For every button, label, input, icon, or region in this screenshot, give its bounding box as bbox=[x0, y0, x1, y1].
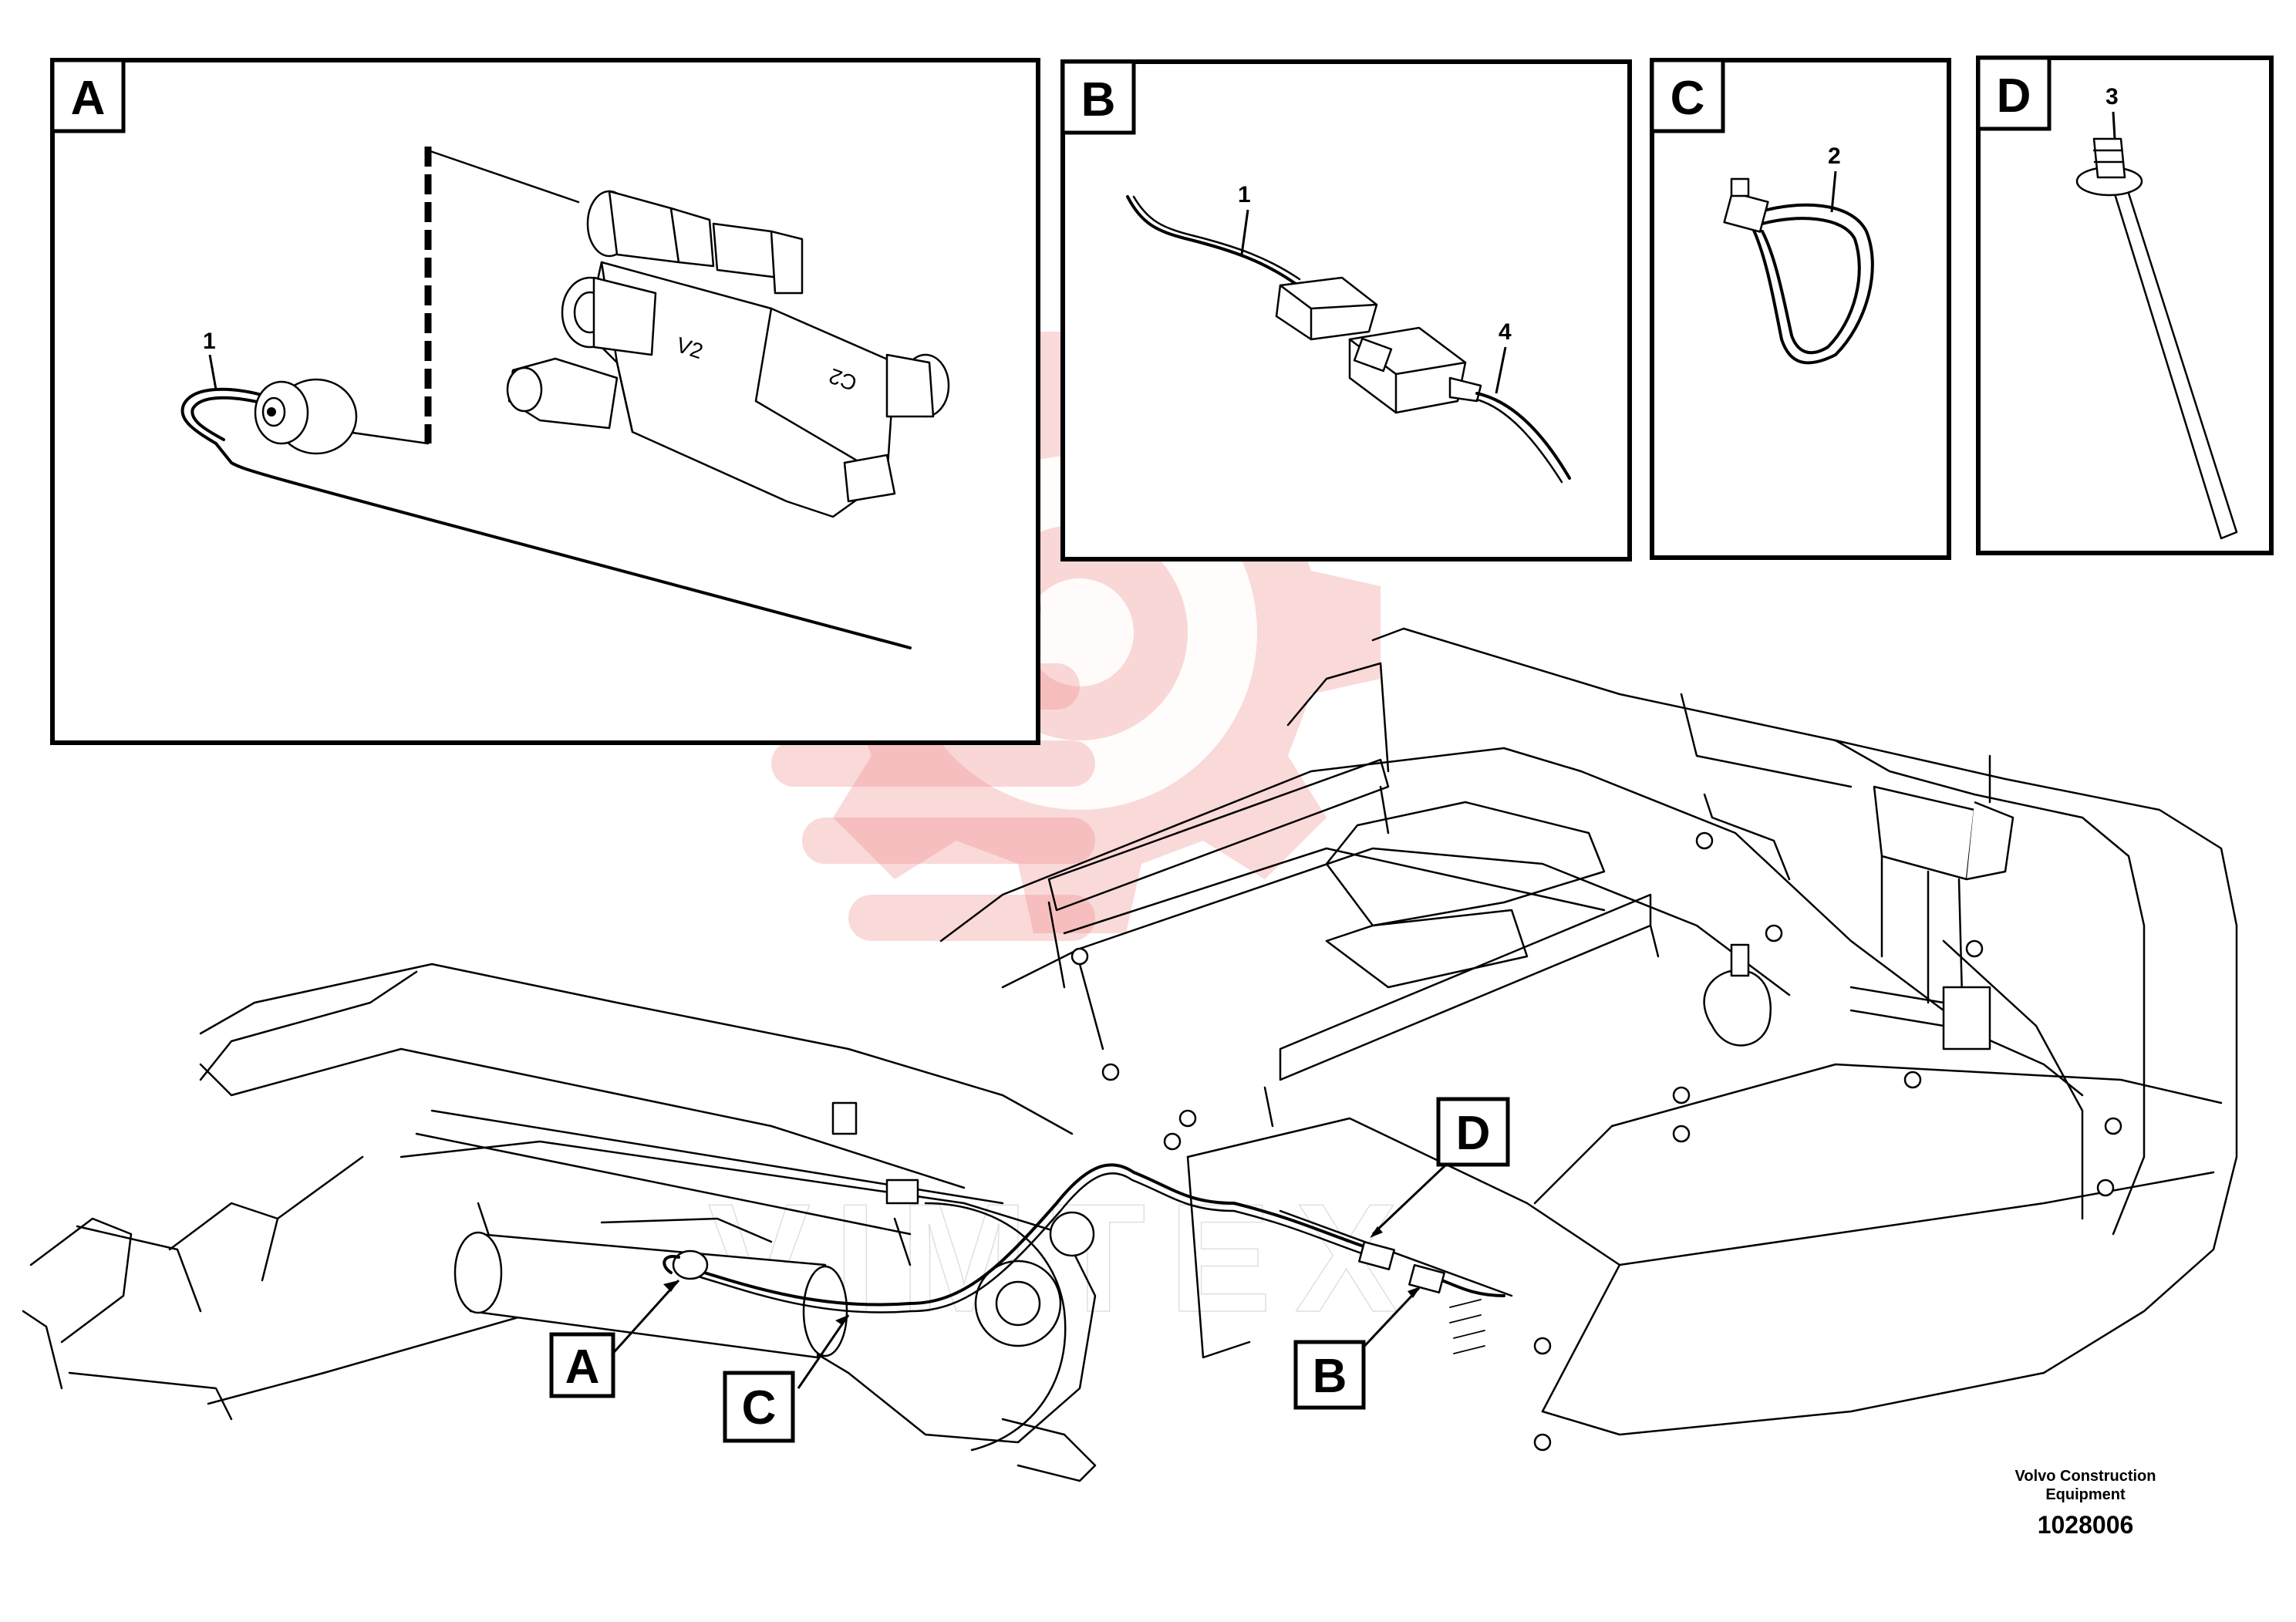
callout-b: B bbox=[1293, 1286, 1421, 1410]
excavator-boom bbox=[22, 963, 1097, 1482]
drawing-number: 1028006 bbox=[2038, 1511, 2134, 1539]
wire-connector-part bbox=[1126, 195, 1571, 484]
svg-text:C: C bbox=[742, 1381, 777, 1435]
callout-a: A bbox=[549, 1279, 680, 1398]
excavator-upper-structure bbox=[939, 627, 2238, 1452]
panel-c: C 2 bbox=[1650, 58, 1951, 560]
cable-tie-part bbox=[1723, 177, 1874, 365]
panel-b: B 1 4 bbox=[1060, 59, 1632, 561]
svg-text:B: B bbox=[1313, 1350, 1347, 1403]
svg-text:D: D bbox=[1456, 1107, 1491, 1160]
panel-b-tag: B bbox=[1060, 59, 1136, 135]
svg-text:A: A bbox=[71, 72, 106, 125]
svg-text:D: D bbox=[1997, 69, 2031, 123]
part-label-3-d: 3 bbox=[2106, 84, 2119, 110]
part-label-4-b: 4 bbox=[1499, 319, 1512, 345]
part-label-1-b: 1 bbox=[1238, 182, 1251, 207]
sensor-harness-route bbox=[663, 1163, 1505, 1313]
company-name-line-2: Equipment bbox=[2045, 1486, 2126, 1503]
svg-text:B: B bbox=[1081, 73, 1116, 126]
panel-d: D 3 bbox=[1976, 56, 2274, 555]
panel-a-tag: A bbox=[50, 58, 126, 133]
part-label-1-a: 1 bbox=[203, 329, 216, 354]
push-mount-tie-part bbox=[2075, 137, 2238, 540]
callout-d: D bbox=[1370, 1097, 1510, 1238]
company-name-line-1: Volvo Construction bbox=[2015, 1468, 2156, 1485]
panel-a: A 1 V2 C2 bbox=[50, 58, 1040, 745]
vent-slots bbox=[1449, 1299, 1485, 1354]
drawing-caption: Volvo Construction Equipment 1028006 bbox=[2015, 1468, 2156, 1539]
panel-c-tag: C bbox=[1650, 58, 1725, 133]
dust-cap-part bbox=[180, 378, 912, 649]
bolts bbox=[1070, 831, 2122, 1452]
hydraulic-valve-block: V2 C2 bbox=[506, 190, 950, 518]
svg-text:A: A bbox=[565, 1340, 600, 1394]
accumulator-and-valves bbox=[1680, 693, 2014, 1050]
hydraulic-cylinder bbox=[453, 1217, 848, 1359]
part-label-2-c: 2 bbox=[1828, 143, 1841, 169]
panel-d-tag: D bbox=[1976, 56, 2052, 131]
svg-text:C: C bbox=[1671, 72, 1705, 125]
callout-c: C bbox=[723, 1314, 850, 1443]
